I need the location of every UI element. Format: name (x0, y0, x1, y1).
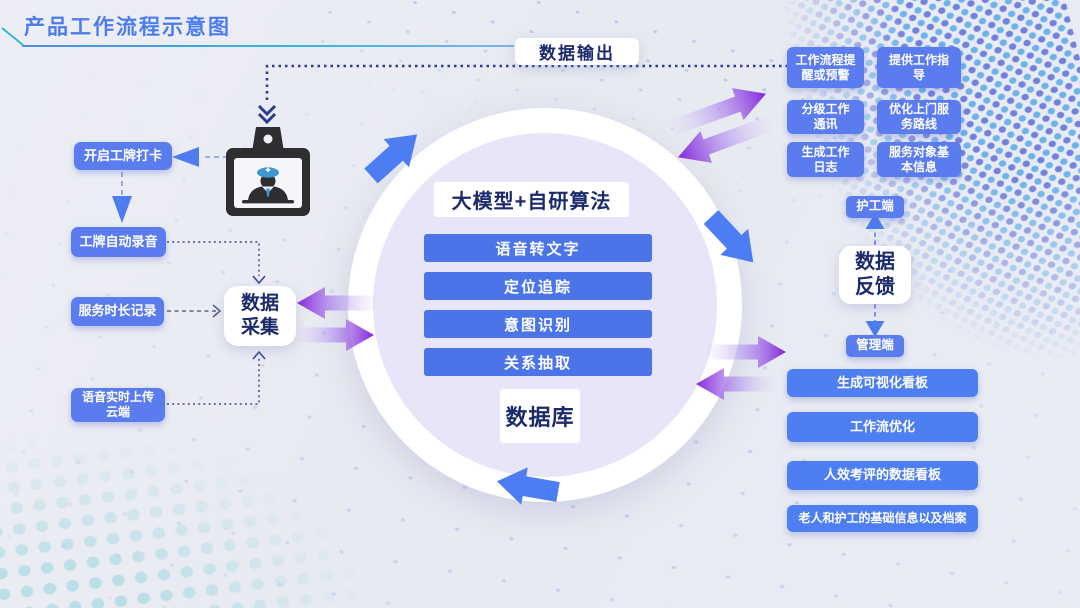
title-underline (22, 45, 514, 47)
output-workflow-optimization: 工作流优化 (787, 412, 978, 442)
output-client-basic-info: 服务对象基 本信息 (877, 142, 961, 177)
step-badge-recording: 工牌自动录音 (71, 227, 166, 257)
output-elder-caregiver-archives: 老人和护工的基础信息以及档案 (787, 505, 978, 532)
step-voice-upload: 语音实时上传 云端 (71, 388, 165, 422)
step-badge-checkin: 开启工牌打卡 (74, 142, 172, 170)
output-performance-dashboard: 人效考评的数据看板 (787, 461, 978, 490)
output-workflow-alerts: 工作流程提 醒或预警 (787, 47, 864, 88)
module-relation-extraction: 关系抽取 (424, 348, 652, 376)
page-title: 产品工作流程示意图 (24, 16, 231, 39)
module-location-tracking: 定位追踪 (424, 272, 652, 300)
core-model-title: 大模型+自研算法 (434, 182, 629, 217)
output-tiered-communication: 分级工作 通讯 (787, 100, 864, 134)
caregiver-terminal-node: 护工端 (846, 196, 904, 218)
output-work-guidance: 提供工作指 导 (877, 47, 961, 88)
output-work-log: 生成工作 日志 (787, 142, 864, 177)
step-service-duration: 服务时长记录 (71, 297, 164, 326)
module-intent-recognition: 意图识别 (424, 310, 652, 338)
data-output-label: 数据输出 (515, 38, 639, 65)
data-feedback-node: 数据 反馈 (839, 246, 911, 304)
output-route-optimization: 优化上门服 务路线 (877, 100, 961, 134)
module-speech-to-text: 语音转文字 (424, 234, 652, 262)
manager-terminal-node: 管理端 (846, 335, 904, 357)
database-label: 数据库 (500, 389, 580, 443)
output-visual-dashboard: 生成可视化看板 (787, 369, 978, 397)
data-collection-node: 数据 采集 (224, 286, 296, 346)
